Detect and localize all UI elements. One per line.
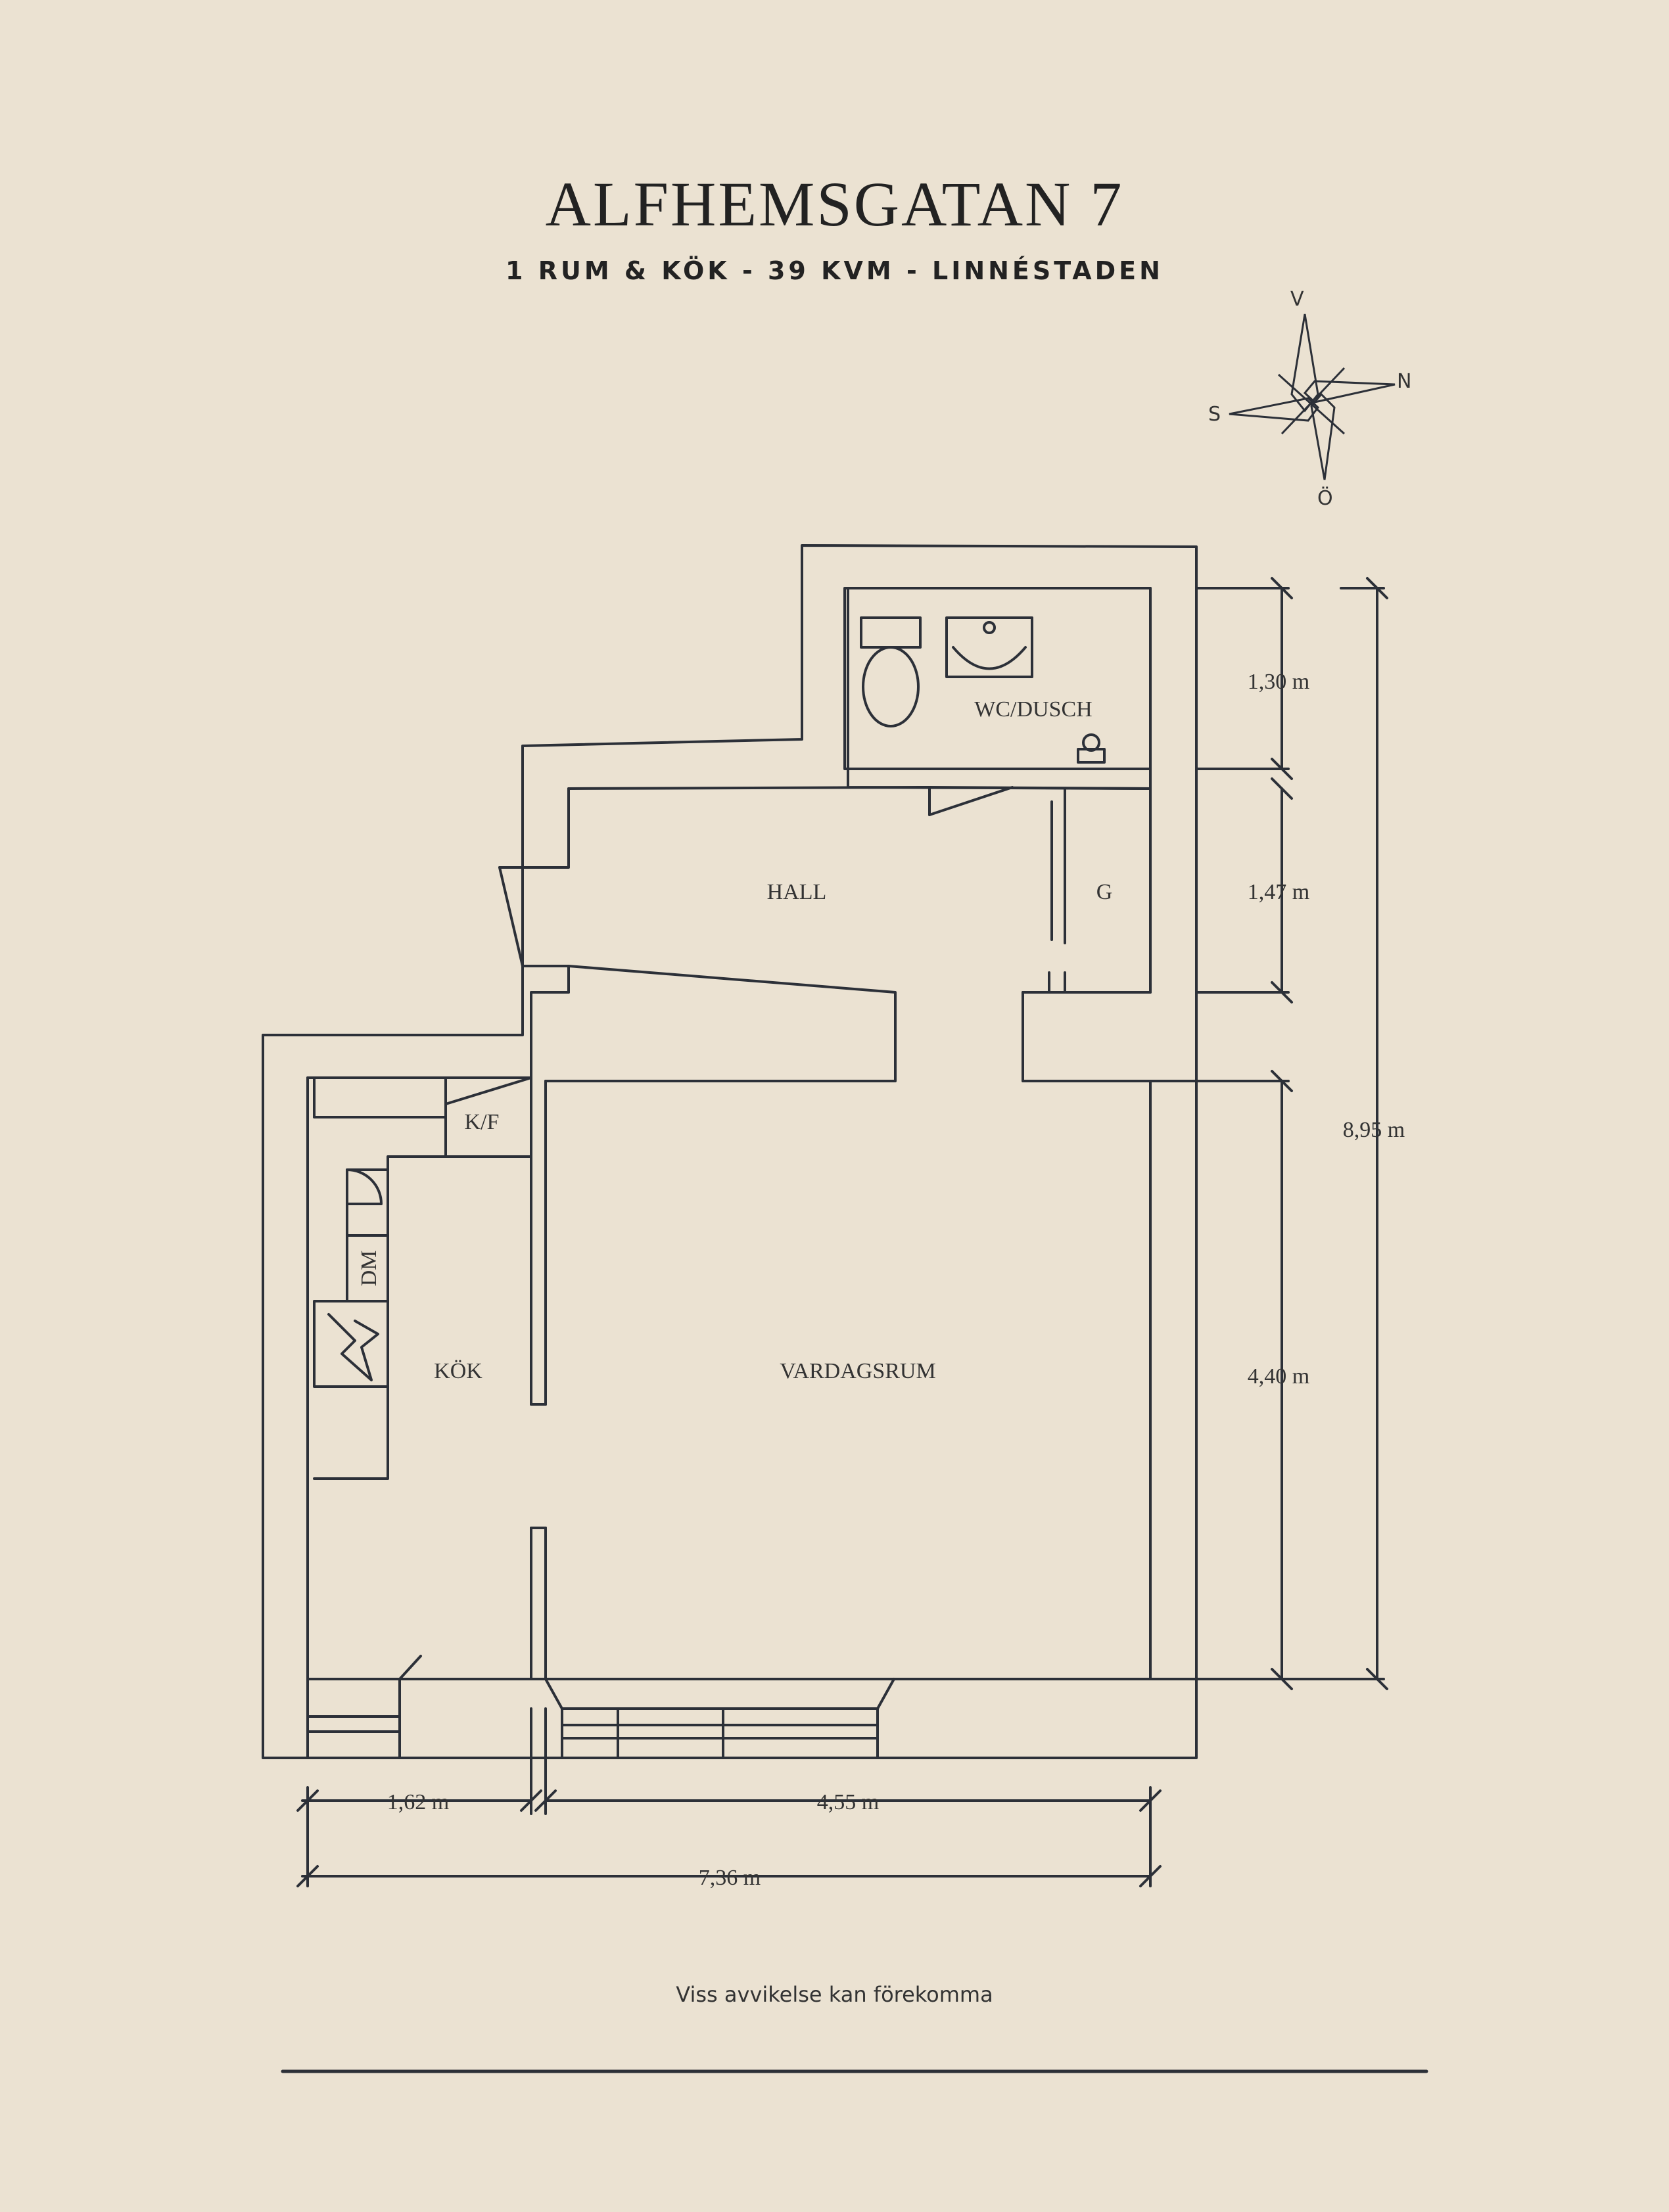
- dim-total-height: 8,95 m: [1343, 1118, 1405, 1142]
- compass-s: S: [1208, 403, 1221, 426]
- page-title: ALFHEMSGATAN 7: [545, 169, 1124, 239]
- room-label-g: G: [1096, 880, 1113, 904]
- hall-walls: [567, 786, 931, 816]
- room-label-wc: WC/DUSCH: [974, 697, 1092, 722]
- compass-o: Ö: [1317, 486, 1333, 510]
- compass-n: N: [1397, 370, 1411, 393]
- room-label-vardagsrum: VARDAGSRUM: [780, 1359, 935, 1383]
- page-subtitle: 1 RUM & KÖK - 39 KVM - LINNÉSTADEN: [505, 256, 1164, 285]
- compass-icon: [1229, 313, 1396, 480]
- room-label-kf: K/F: [465, 1110, 500, 1134]
- dim-living-width: 4,55 m: [817, 1790, 879, 1814]
- dim-wc-height: 1,30 m: [1248, 670, 1309, 694]
- room-label-dm: DM: [357, 1251, 381, 1287]
- dim-hall-height: 1,47 m: [1248, 880, 1309, 904]
- dim-living-height: 4,40 m: [1248, 1364, 1309, 1389]
- room-label-hall: HALL: [767, 880, 827, 904]
- inner-wall: [306, 965, 897, 1406]
- dim-total-width: 7,36 m: [699, 1866, 761, 1890]
- compass-v: V: [1290, 288, 1304, 311]
- dim-kitchen-width: 1,62 m: [387, 1790, 449, 1814]
- disclaimer: Viss avvikelse kan förekomma: [676, 1982, 993, 2007]
- room-label-kok: KÖK: [434, 1359, 482, 1383]
- outer-wall: [262, 544, 1198, 1759]
